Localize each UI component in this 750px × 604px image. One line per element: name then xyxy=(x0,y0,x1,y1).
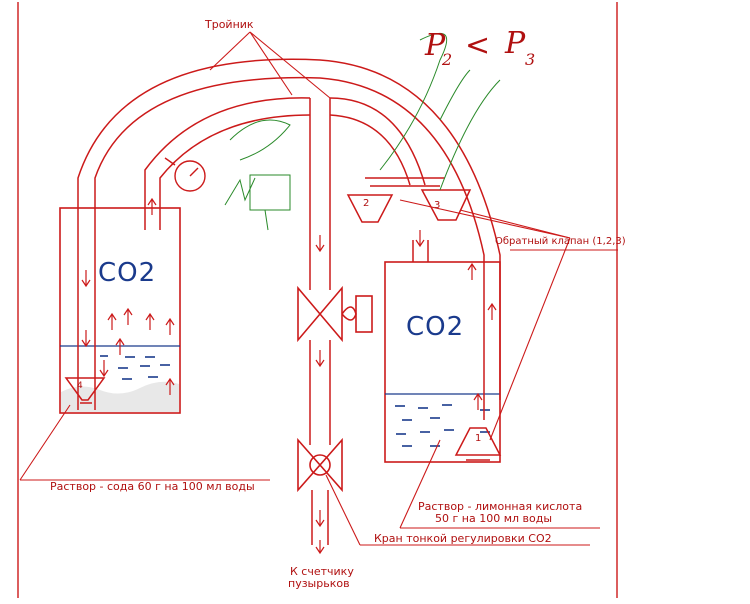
p3-subscript: 3 xyxy=(525,50,536,69)
right-vessel-gas-label: CO2 xyxy=(406,312,465,342)
check-valve-3 xyxy=(420,189,472,221)
counter-label-2: пузырьков xyxy=(288,577,350,590)
flow-arrows xyxy=(81,197,497,555)
p2-symbol: P xyxy=(425,28,446,63)
citric-solution-label-2: 50 г на 100 мл воды xyxy=(435,512,553,525)
pressure-gauge xyxy=(164,157,206,192)
gas-tubes xyxy=(77,58,501,545)
valve-number-4: 4 xyxy=(77,381,83,391)
valve-number-3: 3 xyxy=(434,200,441,211)
handwritten-sketch xyxy=(224,32,501,231)
left-vessel-gas-label: CO2 xyxy=(98,258,157,288)
shutoff-valve xyxy=(297,285,373,343)
leader-lines xyxy=(19,31,618,546)
check-valve-label: Обратный клапан (1,2,3) xyxy=(495,236,626,247)
check-valve-1 xyxy=(454,427,502,461)
tee-label: Тройник xyxy=(205,18,254,31)
p3-symbol: P xyxy=(505,26,526,61)
less-than-symbol: < xyxy=(465,28,491,63)
liquid-dashes xyxy=(100,355,490,447)
p2-subscript: 2 xyxy=(442,50,453,69)
citric-solution-label-1: Раствор - лимонная кислота xyxy=(418,500,583,513)
valve-number-2: 2 xyxy=(363,198,370,209)
check-valve-4 xyxy=(64,377,106,404)
counter-label-1: К счетчику xyxy=(290,565,354,578)
frame xyxy=(17,2,618,598)
fine-tuning-valve xyxy=(297,437,343,493)
soda-solution-label: Раствор - сода 60 г на 100 мл воды xyxy=(50,480,255,493)
fine-valve-label: Кран тонкой регулировки СО2 xyxy=(374,532,552,545)
valve-number-1: 1 xyxy=(475,433,482,444)
check-valve-2 xyxy=(346,194,394,223)
